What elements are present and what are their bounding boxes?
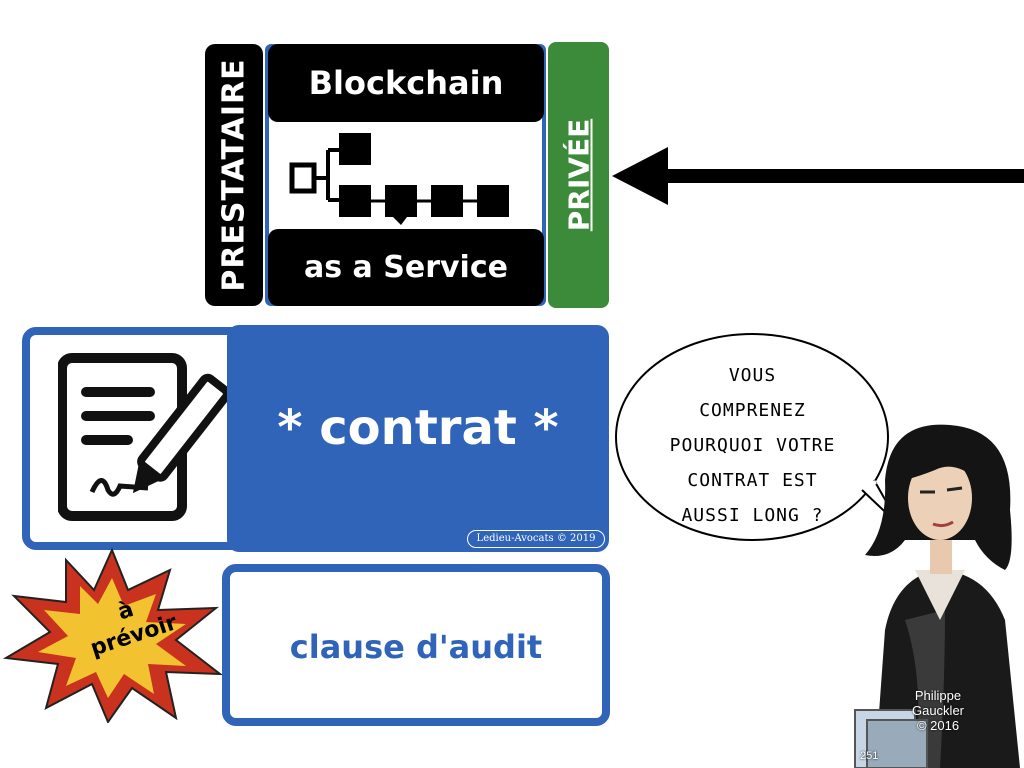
prestataire-label: PRESTATAIRE bbox=[216, 58, 252, 292]
blockchain-title-box: Blockchain bbox=[268, 44, 544, 122]
burst-icon bbox=[2, 548, 224, 723]
figure-credit-line-1: Philippe bbox=[914, 688, 962, 703]
bubble-line-5: AUSSI LONG ? bbox=[681, 505, 824, 526]
blockchain-title: Blockchain bbox=[308, 64, 504, 102]
figure-credit: Philippe Gauckler © 2016 bbox=[898, 688, 978, 733]
contract-title-box bbox=[227, 325, 609, 552]
speech-bubble-text: VOUS COMPRENEZ POURQUOI VOTRE CONTRAT ES… bbox=[640, 358, 865, 533]
audit-clause-label: clause d'audit bbox=[289, 628, 543, 666]
blockchain-subtitle: as a Service bbox=[304, 250, 508, 285]
page-number: 251 bbox=[860, 750, 879, 762]
bubble-line-1: VOUS bbox=[728, 365, 777, 386]
woman-illustration bbox=[854, 424, 1020, 768]
figure-credit-line-2: Gauckler bbox=[911, 703, 965, 718]
arrow-left-icon bbox=[612, 147, 1024, 205]
bubble-line-4: CONTRAT EST bbox=[687, 470, 818, 491]
copyright-credit: Ledieu-Avocats © 2019 bbox=[467, 530, 605, 548]
audit-clause-box bbox=[222, 564, 610, 726]
contract-title: * contrat * bbox=[277, 400, 559, 456]
prestataire-label-box: PRESTATAIRE bbox=[205, 44, 263, 306]
speech-bubble bbox=[615, 333, 901, 541]
blockchain-subtitle-box: as a Service bbox=[268, 229, 544, 306]
figure-credit-line-3: © 2016 bbox=[916, 718, 960, 733]
blockchain-diagram-icon bbox=[289, 133, 509, 225]
bubble-line-2: COMPRENEZ bbox=[699, 400, 806, 421]
privee-label-box: PRIVÉE bbox=[548, 42, 609, 308]
signed-document-icon bbox=[58, 353, 228, 521]
bubble-line-3: POURQUOI VOTRE bbox=[669, 435, 836, 456]
privee-label: PRIVÉE bbox=[562, 118, 595, 232]
